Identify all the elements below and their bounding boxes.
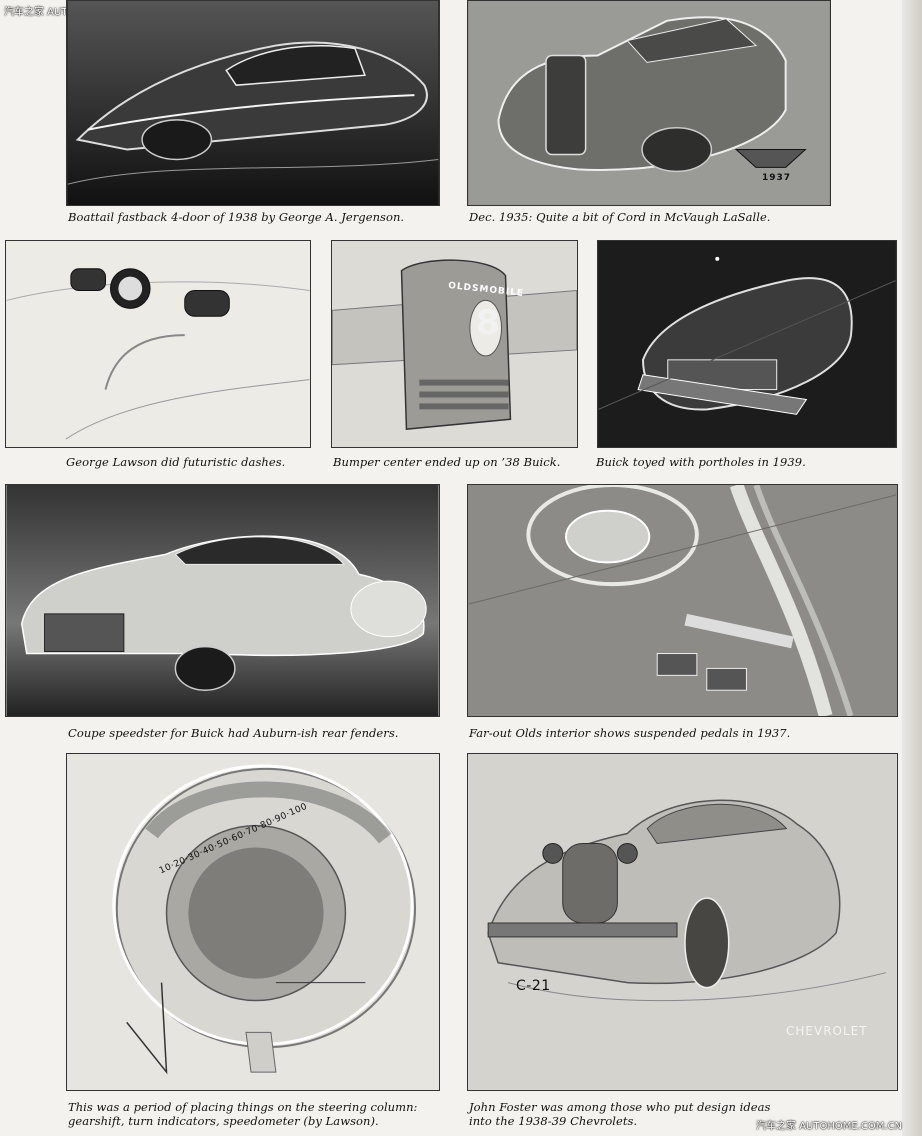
caption-boattail: Boattail fastback 4-door of 1938 by Geor… bbox=[68, 210, 405, 224]
lasalle-sketch bbox=[468, 1, 830, 205]
caption-dashes: George Lawson did futuristic dashes. bbox=[66, 455, 286, 469]
caption-steering-line2: gearshift, turn indicators, speedometer … bbox=[68, 1114, 379, 1128]
caption-coupe: Coupe speedster for Buick had Auburn-ish… bbox=[68, 726, 399, 740]
photo-bumper-center: OLDSMOBILE 8 bbox=[331, 240, 578, 448]
photo-portholes bbox=[597, 240, 897, 448]
lasalle-year: 1937 bbox=[762, 173, 792, 183]
caption-steering-line1: This was a period of placing things on t… bbox=[68, 1100, 418, 1114]
boattail-sketch bbox=[67, 1, 439, 205]
caption-bumper: Bumper center ended up on ’38 Buick. bbox=[333, 455, 561, 469]
coupe-sketch bbox=[6, 485, 439, 716]
photo-dashes bbox=[5, 240, 311, 448]
photo-coupe-speedster bbox=[5, 484, 440, 717]
chevrolet-sketch bbox=[468, 754, 897, 1090]
oldsmobile-numeral: 8 bbox=[476, 303, 501, 343]
caption-chevrolet-line2: into the 1938-39 Chevrolets. bbox=[469, 1114, 638, 1128]
caption-portholes: Buick toyed with portholes in 1939. bbox=[596, 455, 806, 469]
caption-chevrolet-line1: John Foster was among those who put desi… bbox=[469, 1100, 771, 1114]
photo-lasalle: 1937 bbox=[467, 0, 831, 206]
dashes-sketch bbox=[6, 241, 310, 447]
photo-olds-interior bbox=[467, 484, 898, 717]
caption-lasalle: Dec. 1935: Quite a bit of Cord in McVaug… bbox=[469, 210, 771, 224]
photo-boattail-fastback bbox=[66, 0, 440, 206]
chevrolet-script: CHEVROLET bbox=[786, 1024, 868, 1038]
photo-steering-wheel: 10·20·30·40·50·60·70·80·90·100 bbox=[66, 753, 440, 1091]
caption-olds-interior: Far-out Olds interior shows suspended pe… bbox=[469, 726, 791, 740]
page-edge bbox=[902, 0, 922, 1136]
bumper-sketch bbox=[332, 241, 577, 447]
olds-interior-sketch bbox=[468, 485, 897, 716]
photo-chevrolet: C-21 CHEVROLET bbox=[467, 753, 898, 1091]
portholes-sketch bbox=[598, 241, 896, 447]
sketch-number: C-21 bbox=[516, 978, 551, 994]
watermark-bottom: 汽车之家 AUTOHOME.COM.CN bbox=[756, 1121, 902, 1132]
steering-sketch bbox=[67, 754, 439, 1090]
